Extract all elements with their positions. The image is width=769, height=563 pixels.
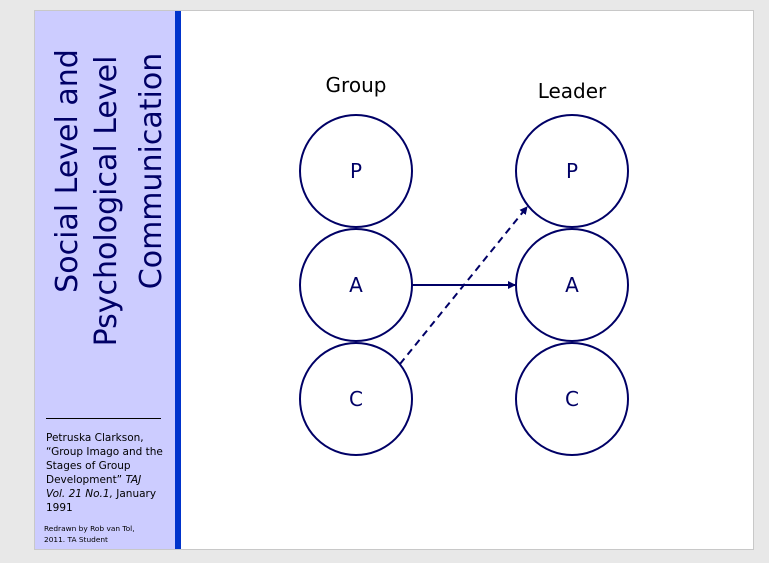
citation-date: January [116,488,157,500]
leader-parent-circle [515,114,629,228]
citation-line-1: Petruska Clarkson, [46,432,144,444]
group-child-circle [299,342,413,456]
citation-journal: TAJ [125,474,142,486]
citation-development: Development” [46,474,123,486]
sidebar: Social Level and Psychological Level Com… [35,11,181,549]
title-line-2: Psychological Level [89,56,124,347]
title-line-3: Communication [134,53,169,289]
group-adult-label: A [349,273,363,297]
leader-label: Leader [538,79,607,103]
group-parent-label: P [350,159,362,183]
sidebar-divider [46,418,161,419]
citation-line-4: Development” TAJ [46,473,172,487]
group-label: Group [326,73,387,97]
citation-line-5: Vol. 21 No.1, January [46,487,172,501]
citation-year: 1991 [46,502,73,514]
citation: Petruska Clarkson, “Group Imago and the … [46,431,172,515]
citation-line-2: “Group Imago and the [46,446,163,458]
citation-line-3: Stages of Group [46,460,131,472]
leader-parent-label: P [566,159,578,183]
credit-line-2: 2011. TA Student [44,535,108,544]
title-line-1: Social Level and [50,49,85,293]
slide: Social Level and Psychological Level Com… [34,10,754,550]
leader-child-circle [515,342,629,456]
group-child-label: C [349,387,363,411]
credit-line-1: Redrawn by Rob van Tol, [44,524,135,533]
group-parent-circle [299,114,413,228]
leader-adult-circle [515,228,629,342]
vertical-title: Social Level and Psychological Level Com… [35,11,175,411]
ego-state-diagram: Group Leader P A C P A C [181,11,753,549]
citation-volume: Vol. 21 No.1, [46,488,113,500]
leader-child-label: C [565,387,579,411]
leader-adult-label: A [565,273,579,297]
psychological-transaction-arrow [399,206,528,365]
credit: Redrawn by Rob van Tol, 2011. TA Student [44,523,172,545]
